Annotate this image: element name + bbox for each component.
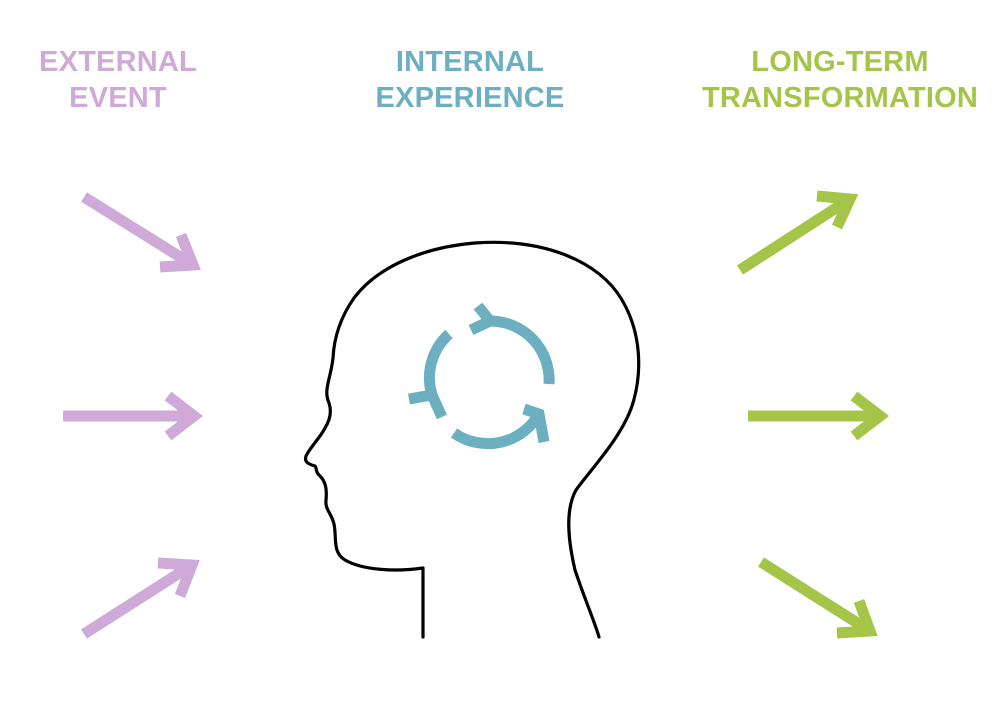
internal-experience-heading: INTERNAL EXPERIENCE <box>355 44 585 116</box>
external-event-heading-line1: EXTERNAL <box>39 46 197 78</box>
internal-experience-heading-line2: EXPERIENCE <box>375 82 565 114</box>
long-term-transformation-heading: LONG-TERM TRANSFORMATION <box>688 44 992 116</box>
incoming-arrow-top <box>81 192 201 273</box>
cycle-arrows-icon <box>408 302 555 450</box>
head-outline-icon <box>303 240 641 639</box>
long-term-transformation-heading-line2: TRANSFORMATION <box>701 82 979 114</box>
incoming-arrow-middle <box>63 391 204 441</box>
long-term-transformation-heading-line1: LONG-TERM <box>751 46 929 78</box>
outgoing-arrow-bottom <box>758 557 878 639</box>
internal-experience-heading-line1: INTERNAL <box>395 46 545 78</box>
outgoing-arrow-middle <box>748 391 890 441</box>
outgoing-arrow-top <box>737 190 859 275</box>
external-event-heading: EXTERNAL EVENT <box>18 44 218 116</box>
external-event-heading-line2: EVENT <box>69 82 167 114</box>
incoming-arrow-bottom <box>81 557 200 639</box>
